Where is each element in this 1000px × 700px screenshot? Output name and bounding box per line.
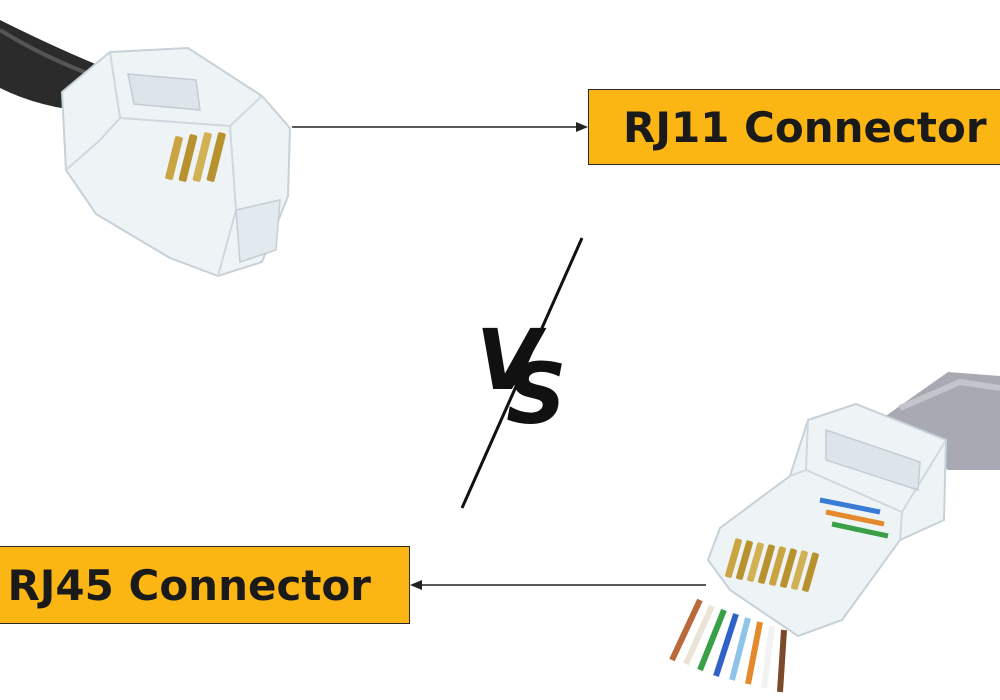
rj11-label-fill: [588, 89, 1000, 165]
versus-mark: V S: [476, 318, 576, 438]
rj45-contacts: [725, 538, 819, 592]
rj11-contacts: [165, 132, 226, 182]
rj11-pointer-arrow: [292, 122, 588, 132]
rj45-cable: [880, 372, 1000, 470]
rj45-label-text: RJ45 Connector: [7, 560, 371, 610]
rj45-label-fill: [0, 546, 410, 624]
rj45-connector-image: [669, 372, 1000, 693]
rj11-connector-label: RJ11 Connector: [588, 89, 1000, 165]
rj45-wires: [669, 598, 787, 693]
rj11-label-text: RJ11 Connector: [623, 102, 987, 152]
versus-letter-s: S: [506, 345, 566, 443]
rj45-connector-label: RJ45 Connector: [0, 546, 410, 624]
rj45-pointer-arrow: [410, 580, 706, 590]
versus-divider-line: [460, 237, 584, 509]
rj11-connector-image: [0, 20, 292, 278]
